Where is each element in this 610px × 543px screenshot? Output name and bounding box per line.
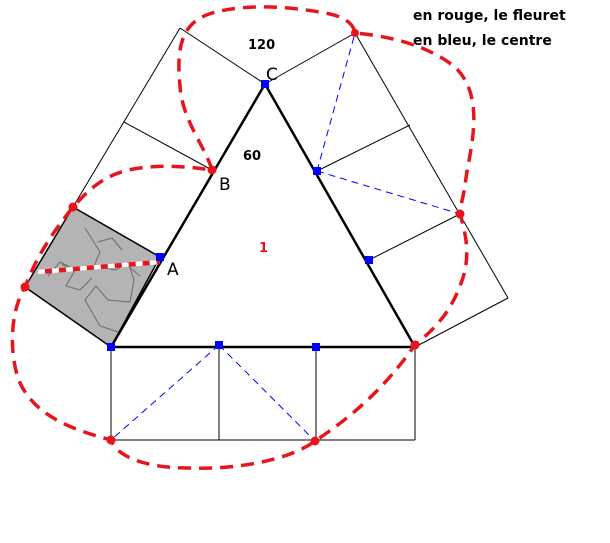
vertex-c-label: C [266, 65, 278, 85]
legend-blue-text: en bleu, le centre [413, 33, 552, 49]
angle-120-label: 120 [248, 38, 275, 53]
center-number-label: 1 [259, 241, 268, 256]
vertex-a-label: A [167, 260, 179, 280]
centre-markers-blue [107, 80, 373, 351]
tile-dashed-segment-overlay [37, 259, 161, 275]
main-triangle [108, 81, 418, 349]
legend-red-text: en rouge, le fleuret [413, 8, 566, 24]
fleuret-points [20, 29, 465, 446]
vertex-b-label: B [219, 175, 231, 195]
gray-square-tile [23, 205, 162, 349]
construction-lines [72, 27, 509, 441]
angle-60-label: 60 [243, 149, 261, 164]
centre-lines-blue [110, 32, 461, 442]
